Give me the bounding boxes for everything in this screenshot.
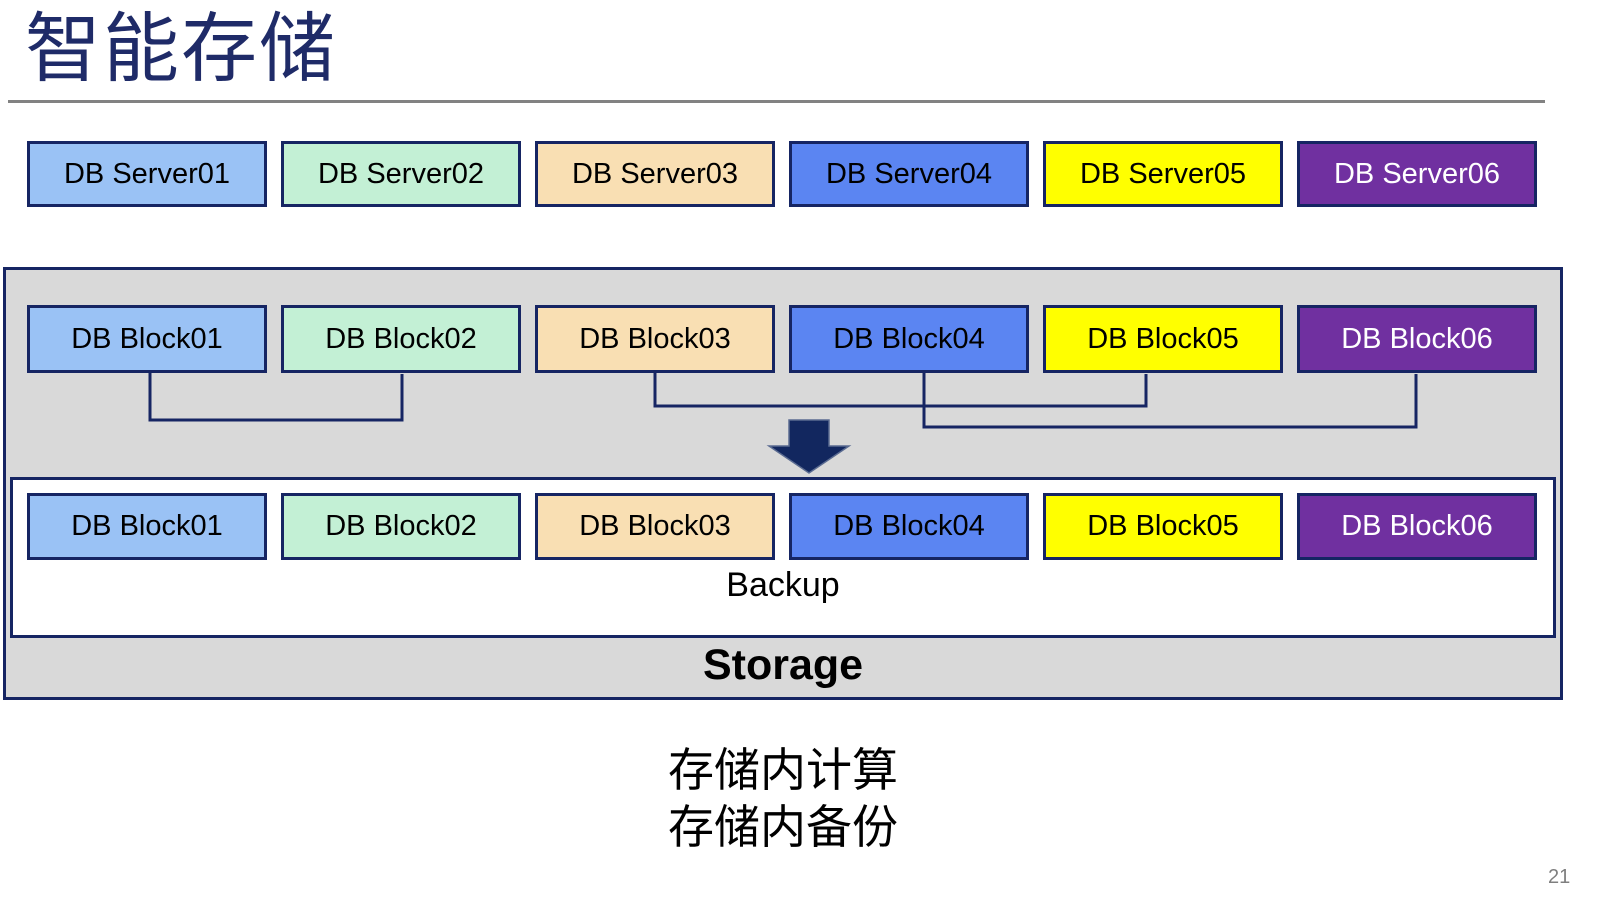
block-bottom-01: DB Block01 [27,493,267,560]
block-top-03: DB Block03 [535,305,775,373]
block-top-01: DB Block01 [27,305,267,373]
title-divider [8,100,1545,103]
server-box-04: DB Server04 [789,141,1029,207]
block-top-02: DB Block02 [281,305,521,373]
storage-label: Storage [702,641,864,689]
block-top-05: DB Block05 [1043,305,1283,373]
block-bottom-04: DB Block04 [789,493,1029,560]
server-box-02: DB Server02 [281,141,521,207]
server-box-03: DB Server03 [535,141,775,207]
server-box-06: DB Server06 [1297,141,1537,207]
block-top-04: DB Block04 [789,305,1029,373]
db-block-row-bottom: DB Block01 DB Block02 DB Block03 DB Bloc… [27,493,1537,560]
page-number: 21 [1548,866,1571,888]
server-box-05: DB Server05 [1043,141,1283,207]
block-bottom-05: DB Block05 [1043,493,1283,560]
backup-label: Backup [726,566,840,604]
server-box-01: DB Server01 [27,141,267,207]
db-server-row: DB Server01 DB Server02 DB Server03 DB S… [27,141,1537,207]
block-bottom-06: DB Block06 [1297,493,1537,560]
block-bottom-03: DB Block03 [535,493,775,560]
page-title: 智能存储 [25,7,337,92]
block-top-06: DB Block06 [1297,305,1537,373]
block-bottom-02: DB Block02 [281,493,521,560]
caption-line-1: 存储内计算 [668,744,898,796]
footer-caption: 存储内计算 存储内备份 [0,742,1566,856]
caption-line-2: 存储内备份 [668,801,898,853]
db-block-row-top: DB Block01 DB Block02 DB Block03 DB Bloc… [27,305,1537,373]
